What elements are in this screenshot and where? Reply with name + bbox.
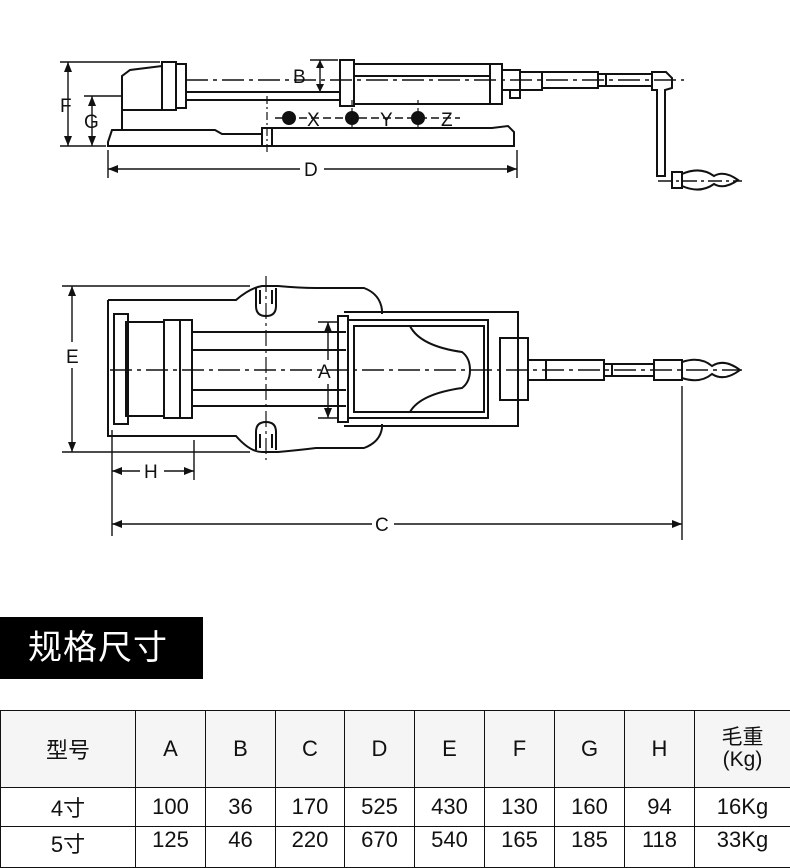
cell-c: 220: [276, 827, 345, 868]
cell-b: 36: [206, 788, 276, 827]
cell-e: 430: [415, 788, 485, 827]
dim-label-x: X: [307, 110, 320, 131]
cell-e: 540: [415, 827, 485, 868]
dim-label-a: A: [318, 362, 331, 383]
section-title: 规格尺寸: [0, 617, 203, 679]
header-f: F: [485, 711, 555, 788]
cell-a: 125: [136, 827, 206, 868]
header-b: B: [206, 711, 276, 788]
cell-weight: 33Kg: [695, 827, 790, 868]
header-c: C: [276, 711, 345, 788]
side-view: [60, 60, 742, 190]
header-gross-weight: 毛重 (Kg): [695, 711, 790, 788]
cell-f: 130: [485, 788, 555, 827]
header-h: H: [625, 711, 695, 788]
dim-label-e: E: [66, 347, 79, 368]
cell-a: 100: [136, 788, 206, 827]
cell-d: 525: [345, 788, 415, 827]
table-header-row: 型号 A B C D E F G H 毛重 (Kg): [1, 711, 790, 788]
dim-label-y: Y: [380, 110, 393, 131]
cell-weight: 16Kg: [695, 788, 790, 827]
top-view: [62, 276, 742, 540]
spec-table: 型号 A B C D E F G H 毛重 (Kg) 4寸 100 36 170…: [0, 710, 790, 868]
dim-label-g: G: [84, 112, 99, 133]
cell-g: 185: [555, 827, 625, 868]
header-g: G: [555, 711, 625, 788]
cell-c: 170: [276, 788, 345, 827]
dim-label-c: C: [375, 515, 389, 536]
dim-label-f: F: [60, 96, 72, 117]
table-row: 4寸 100 36 170 525 430 130 160 94 16Kg: [1, 788, 790, 827]
dim-label-z: Z: [441, 110, 453, 131]
cell-h: 94: [625, 788, 695, 827]
header-d: D: [345, 711, 415, 788]
cell-f: 165: [485, 827, 555, 868]
cell-b: 46: [206, 827, 276, 868]
table-row: 5寸 125 46 220 670 540 165 185 118 33Kg: [1, 827, 790, 868]
header-model: 型号: [1, 711, 136, 788]
cell-d: 670: [345, 827, 415, 868]
cell-model: 4寸: [1, 788, 136, 827]
dim-label-h: H: [144, 462, 158, 483]
header-a: A: [136, 711, 206, 788]
cell-model: 5寸: [1, 827, 136, 868]
cell-h: 118: [625, 827, 695, 868]
vise-technical-drawing: B F G X Y Z D: [0, 0, 790, 600]
header-e: E: [415, 711, 485, 788]
cell-g: 160: [555, 788, 625, 827]
dim-label-d: D: [304, 160, 318, 181]
dim-label-b: B: [293, 67, 306, 88]
